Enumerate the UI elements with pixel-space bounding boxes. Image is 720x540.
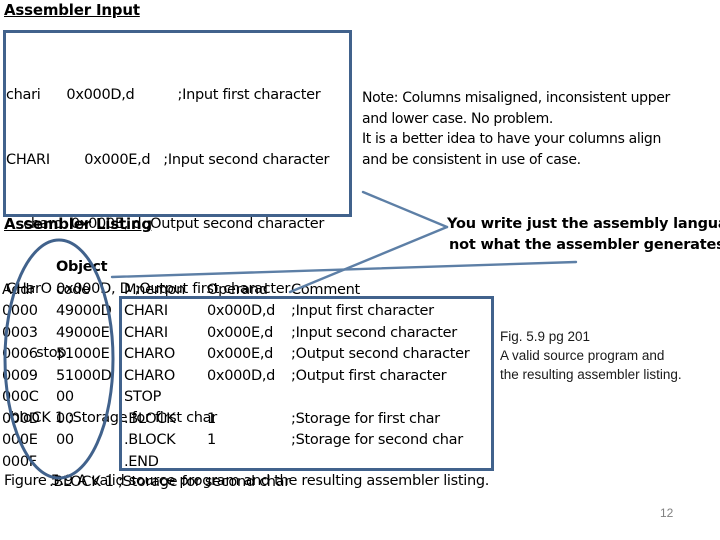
source-line: .END [6, 537, 366, 540]
fig-note-line: A valid source program and [500, 348, 665, 363]
listing-cell-addr: 0003 [2, 324, 38, 341]
callout-line: You write just the assembly language, [447, 216, 720, 232]
listing-cell-mnemon: .BLOCK [124, 432, 176, 448]
listing-cell-mnemon: .BLOCK [124, 410, 176, 427]
listing-cell-mnemon: CHARI [124, 324, 168, 341]
assembler-listing-heading: Assembler Listing [4, 215, 152, 233]
listing-cell-mnemon: CHARO [124, 346, 175, 362]
assembler-input-heading: Assembler Input [4, 1, 140, 19]
source-line: chari 0x000D,d ;Input first character [6, 87, 321, 103]
table-row: 000E 00 .BLOCK 1 ;Storage for second char [0, 430, 500, 452]
table-row: 0006 51000E CHARO 0x000E,d ;Output second ch… [0, 344, 500, 366]
listing-cell-object-code: 51000D [56, 367, 112, 384]
listing-cell-object-code: 49000D [56, 303, 112, 319]
listing-cell-object-code: 00 [56, 389, 74, 405]
listing-cell-addr: 0009 [2, 367, 38, 384]
listing-cell-object-code: 00 [56, 410, 74, 427]
listing-cell-operand: 1 [207, 432, 216, 448]
listing-cell-mnemon: .END [124, 453, 159, 470]
fig-note-line: Fig. 5.9 pg 201 [500, 329, 591, 344]
table-row: 000C 00 STOP [0, 387, 500, 409]
assembler-input-box [3, 30, 352, 217]
listing-cell-operand: 0x000D,d [207, 367, 276, 384]
table-row: 000F .END [0, 452, 500, 474]
page-number: 12 [660, 506, 674, 520]
listing-cell-mnemon: CHARI [124, 303, 168, 319]
table-row: 0003 49000E CHARI 0x000E,d ;Input second cha… [0, 323, 500, 345]
listing-cell-addr: 000C [2, 389, 39, 405]
listing-cell-operand: 0x000E,d [207, 346, 274, 362]
table-row: 000D 00 .BLOCK 1 ;Storage for first char [0, 409, 500, 431]
figure-caption: Figure 5.9 A valid source program and th… [4, 473, 490, 489]
listing-cell-addr: 0006 [2, 346, 38, 362]
callout-line: not what the assembler generates. [449, 237, 720, 253]
listing-cell-addr: 000D [2, 410, 40, 427]
listing-cell-object-code: 51000E [56, 346, 110, 362]
table-row: 0009 51000D CHARO 0x000D,d ;Output first cha… [0, 366, 500, 388]
listing-cell-operand: 0x000D,d [207, 303, 276, 319]
listing-cell-comment: ;Input second character [291, 324, 457, 341]
note-annotation: Note: Columns misaligned, inconsistent u… [362, 88, 720, 170]
listing-cell-object-code: 49000E [56, 324, 110, 341]
note-line: and be consistent in use of case. [362, 151, 581, 168]
listing-cell-comment: ;Storage for second char [291, 432, 463, 448]
listing-cell-addr: 000E [2, 432, 38, 448]
note-line: and lower case. No problem. [362, 110, 554, 127]
listing-cell-operand: 0x000E,d [207, 324, 274, 341]
note-line: It is a better idea to have your columns… [362, 131, 661, 147]
listing-cell-comment: ;Storage for first char [291, 410, 440, 427]
listing-table-spacer [0, 259, 500, 301]
listing-cell-comment: ;Output first character [291, 367, 447, 384]
listing-cell-object-code: 00 [56, 432, 74, 448]
listing-cell-operand: 1 [207, 410, 216, 427]
listing-cell-addr: 000F [2, 453, 37, 470]
source-line: CHARI 0x000E,d ;Input second character [6, 151, 330, 168]
listing-cell-comment: ;Output second character [291, 346, 470, 362]
listing-cell-mnemon: STOP [124, 389, 162, 405]
listing-cell-comment: ;Input first character [291, 303, 434, 319]
figure-reference-note: Fig. 5.9 pg 201 A valid source program a… [500, 327, 720, 384]
listing-cell-mnemon: CHARO [124, 367, 175, 384]
assembler-listing-box [119, 296, 494, 471]
listing-header-operand: Operand [207, 282, 268, 298]
callout-annotation: You write just the assembly language, no… [447, 214, 720, 256]
leader-line-from-input-box [361, 190, 449, 229]
fig-note-line: the resulting assembler listing. [500, 367, 682, 382]
table-row: 0000 49000D CHARI 0x000D,d ;Input first char… [0, 301, 500, 323]
listing-header-mnemon: Mnemon [124, 282, 186, 298]
note-line: Note: Columns misaligned, inconsistent u… [362, 90, 670, 106]
listing-cell-addr: 0000 [2, 303, 38, 319]
